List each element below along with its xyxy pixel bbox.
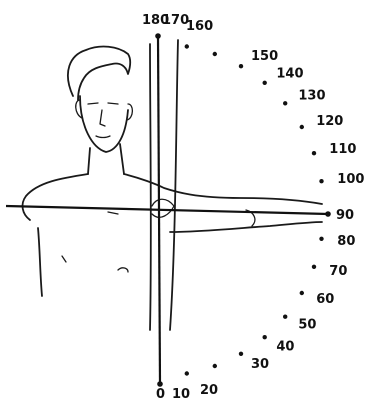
scale-label-110: 110 [329,142,356,157]
scale-dot-130 [283,101,287,105]
neck-left [88,148,90,174]
axis-pivot [152,199,174,217]
right-arm-upper [124,174,322,204]
scale-label-120: 120 [316,114,343,129]
scale-label-130: 130 [298,89,325,104]
scale-label-10: 10 [172,387,190,400]
scale-dot-140 [263,81,267,85]
scale-label-30: 30 [251,357,269,372]
nose [100,110,105,126]
scale-label-50: 50 [298,317,316,332]
goniometer-arm-right [170,40,178,330]
chest-mark [118,268,128,272]
armpit-mark [108,212,118,214]
axis-top-end [155,33,161,39]
mouth [96,136,110,138]
reference-axes [6,33,331,387]
scale-label-20: 20 [200,383,218,398]
scale-label-0: 0 [156,387,165,400]
scale-dot-70 [312,265,316,269]
scale-label-60: 60 [316,292,334,307]
scale-dot-120 [300,125,304,129]
scale-dot-160 [213,52,217,56]
scale-label-100: 100 [337,172,364,187]
scale-dot-80 [319,237,323,241]
scale-dot-150 [239,64,243,68]
figure-outline [23,40,322,330]
scale-dot-50 [283,315,287,319]
scale-label-90: 90 [336,208,354,223]
left-chest-mark [62,256,66,262]
scale-dot-30 [239,352,243,356]
scale-label-160: 160 [186,19,213,34]
hair-outline [68,47,130,100]
scale-dot-170 [185,44,189,48]
horizontal-axis [6,206,328,214]
left-eye [88,103,98,104]
scale-dot-20 [213,364,217,368]
left-arm [38,228,42,296]
scale-label-150: 150 [251,49,278,64]
neck-right [120,144,124,174]
scale-dot-10 [185,371,189,375]
scale-dot-110 [312,151,316,155]
right-eye [108,103,118,104]
right-arm-lower [170,222,322,232]
scale-dot-60 [300,291,304,295]
scale-dot-40 [263,335,267,339]
goniometer-arm-left [150,44,151,330]
scale-label-40: 40 [276,339,294,354]
axis-right-end [325,211,331,217]
scale-label-180: 180 [142,13,169,28]
scale-label-70: 70 [329,264,347,279]
axis-bottom-end [157,381,163,387]
scale-label-80: 80 [337,234,355,249]
left-shoulder [23,174,88,220]
scale-label-140: 140 [276,67,303,82]
scale-dot-100 [319,179,323,183]
